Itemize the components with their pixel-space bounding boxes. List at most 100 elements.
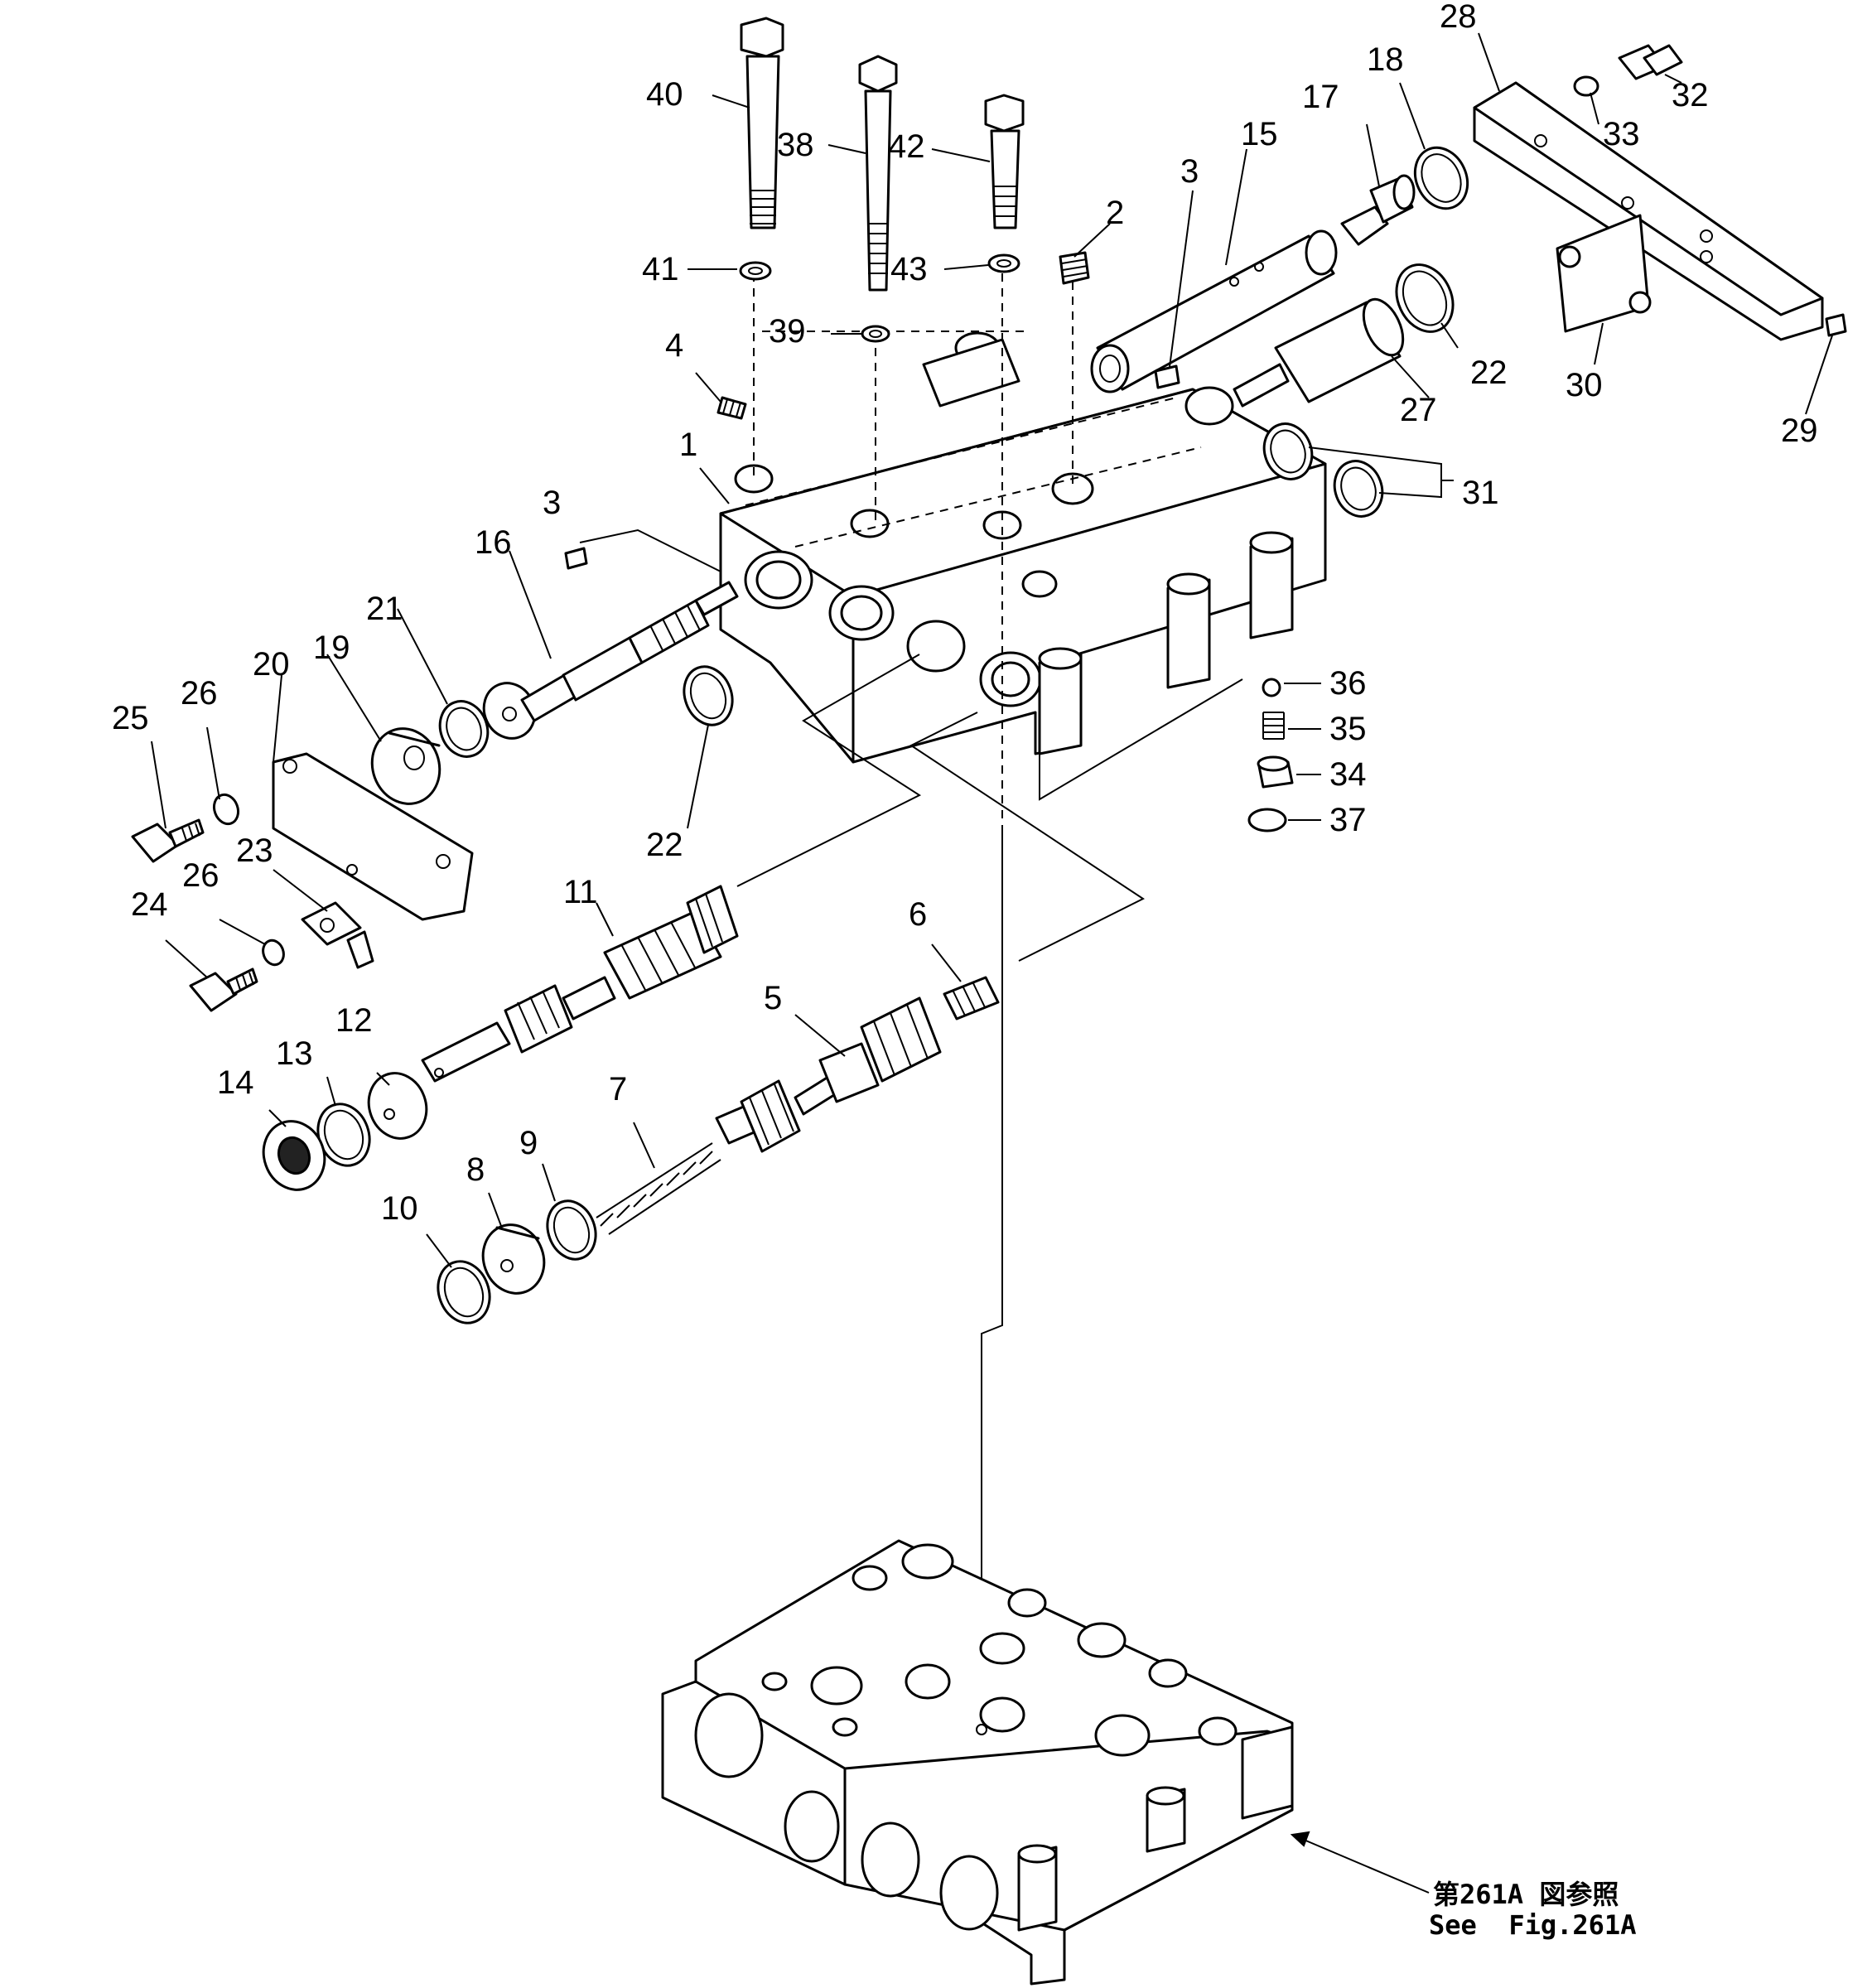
spring-35 (1262, 712, 1285, 740)
bolt-38 (858, 55, 898, 292)
callout-18: 18 (1367, 41, 1404, 78)
plug-3-upper (1154, 364, 1180, 389)
callout-41: 41 (642, 251, 679, 287)
snap-ring-10 (437, 1260, 491, 1325)
callout-35: 35 (1329, 711, 1367, 747)
callout-26-upper: 26 (181, 675, 218, 712)
plug-2 (1059, 251, 1090, 285)
plug-19 (370, 727, 441, 805)
washer-41 (739, 261, 772, 281)
callout-43: 43 (890, 251, 928, 287)
callout-13: 13 (276, 1035, 313, 1072)
bolt-24 (189, 967, 258, 1012)
washer-43 (987, 253, 1020, 273)
plug-8 (481, 1223, 546, 1295)
reference-line (1039, 678, 1243, 801)
callout-3-left: 3 (543, 485, 561, 521)
callout-24: 24 (131, 886, 168, 923)
leader-lines (151, 32, 1833, 1268)
o-ring-22-upper (1395, 263, 1455, 333)
stopper-23 (301, 901, 374, 969)
callout-27: 27 (1400, 392, 1437, 428)
callout-34: 34 (1329, 756, 1367, 793)
callout-14: 14 (217, 1064, 254, 1101)
ball-36 (1262, 678, 1281, 697)
callout-11: 11 (563, 874, 598, 910)
callout-25: 25 (112, 700, 149, 736)
callout-10: 10 (381, 1190, 418, 1227)
callout-29: 29 (1781, 413, 1818, 449)
callout-31: 31 (1462, 475, 1499, 511)
callout-16: 16 (475, 524, 512, 561)
reference-line (736, 654, 922, 887)
bolt-42 (984, 94, 1025, 229)
callout-28: 28 (1440, 0, 1477, 35)
cover-plate-20 (272, 752, 474, 921)
reference-arrow (1290, 1831, 1430, 1894)
washer-26-upper (212, 793, 240, 826)
callout-15: 15 (1241, 116, 1278, 152)
callout-2: 2 (1106, 195, 1124, 231)
o-ring-18 (1413, 146, 1469, 210)
callout-20: 20 (253, 646, 290, 683)
sleeve-15 (1090, 229, 1338, 393)
callout-17: 17 (1302, 79, 1339, 115)
reference-note-jp: 第261A 図参照 (1433, 1879, 1619, 1910)
piston-17 (1340, 174, 1416, 246)
callout-19: 19 (313, 630, 350, 666)
o-ring-21 (438, 700, 490, 758)
callout-5: 5 (764, 980, 782, 1016)
cap-12 (367, 1072, 428, 1140)
valve-body (719, 331, 1327, 764)
lower-valve-body (661, 1539, 1294, 1986)
callout-7: 7 (609, 1071, 627, 1107)
o-ring-22-lower (683, 665, 734, 726)
callout-42: 42 (888, 128, 925, 165)
o-ring-31b (1333, 460, 1384, 518)
callout-6: 6 (909, 896, 927, 933)
o-ring-31a (1262, 422, 1314, 480)
reference-note-en: See Fig.261A (1429, 1909, 1636, 1941)
plug-4 (716, 396, 747, 420)
bolt-40 (740, 17, 784, 229)
callout-21: 21 (366, 591, 403, 627)
callout-8: 8 (466, 1151, 485, 1188)
o-ring-37 (1247, 808, 1287, 832)
callout-33: 33 (1603, 116, 1640, 152)
callout-4: 4 (665, 327, 683, 364)
plug-29 (1825, 313, 1847, 337)
gasket-30 (1556, 214, 1652, 333)
callout-32: 32 (1672, 77, 1709, 113)
spool-5 (715, 996, 942, 1153)
callout-40: 40 (646, 76, 683, 113)
spring-6 (943, 976, 1000, 1021)
callout-labels: 40 38 42 41 43 39 4 1 2 3 15 17 18 28 32… (112, 0, 1818, 1227)
callout-39: 39 (769, 313, 806, 350)
washer-39 (861, 325, 890, 343)
callout-38: 38 (777, 127, 814, 163)
spring-7 (596, 1142, 721, 1235)
callout-26-lower: 26 (182, 857, 220, 894)
callout-22-upper: 22 (1470, 355, 1508, 391)
bolt-32 (1618, 44, 1683, 80)
washer-26-lower (262, 939, 285, 967)
spool-16 (482, 581, 739, 740)
callout-12: 12 (335, 1002, 373, 1039)
cover-28 (1473, 81, 1824, 341)
callout-23: 23 (236, 832, 273, 869)
piston-27 (1184, 297, 1405, 426)
callout-36: 36 (1329, 665, 1367, 702)
callout-22-lower: 22 (646, 827, 683, 863)
callout-30: 30 (1566, 367, 1603, 403)
plug-3-left (564, 547, 588, 570)
reference-line (909, 712, 1145, 962)
callout-9: 9 (519, 1125, 538, 1161)
bolt-25 (131, 818, 205, 863)
spool-11 (421, 885, 739, 1083)
o-ring-9 (546, 1199, 597, 1261)
washer-33 (1573, 75, 1599, 97)
seat-34 (1257, 755, 1294, 789)
callout-3-upper: 3 (1180, 153, 1199, 190)
callout-1: 1 (679, 427, 697, 463)
